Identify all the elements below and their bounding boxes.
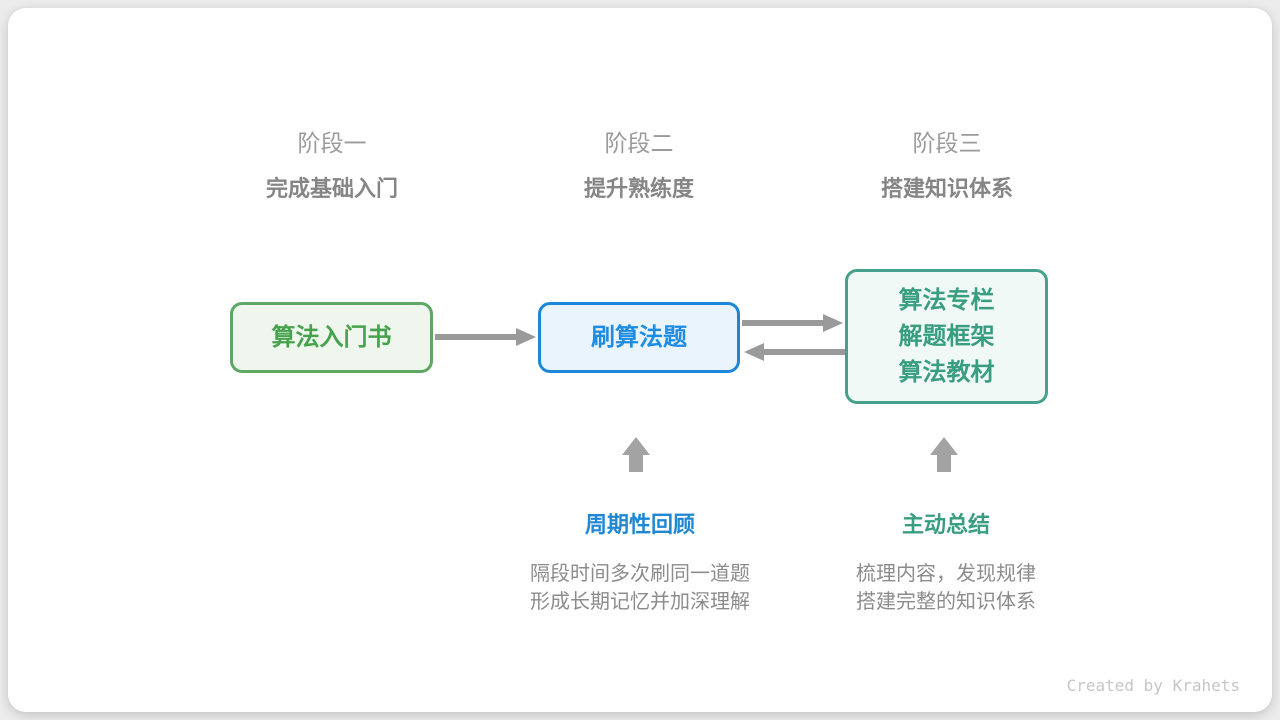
desc-line: 搭建完整的知识体系 — [856, 591, 1036, 613]
desc-line: 形成长期记忆并加深理解 — [530, 591, 750, 613]
node-knowledge-line-3: 算法教材 — [898, 358, 995, 386]
node-intro-book-label: 算法入门书 — [271, 323, 392, 351]
stage-1-label: 阶段一 — [297, 130, 367, 156]
desc-line: 梳理内容，发现规律 — [856, 563, 1036, 585]
node-knowledge-sources: 算法专栏 解题框架 算法教材 — [845, 269, 1048, 404]
node-practice-problems-label: 刷算法题 — [591, 323, 687, 351]
annotation-active-summary: 主动总结 梳理内容，发现规律 搭建完整的知识体系 — [756, 510, 1136, 616]
annotation-periodic-review: 周期性回顾 隔段时间多次刷同一道题 形成长期记忆并加深理解 — [450, 510, 830, 616]
annotation-periodic-review-desc: 隔段时间多次刷同一道题 形成长期记忆并加深理解 — [450, 560, 830, 616]
node-intro-book: 算法入门书 — [230, 302, 433, 373]
stage-2-title: 提升熟练度 — [583, 176, 694, 201]
node-practice-problems: 刷算法题 — [538, 302, 740, 373]
arrow-up-icon — [622, 437, 650, 472]
arrow-left-icon — [744, 343, 845, 361]
stage-header-1: 阶段一 完成基础入门 — [182, 128, 482, 203]
arrow-right-icon — [435, 328, 536, 346]
stage-1-title: 完成基础入门 — [265, 176, 398, 201]
stage-2-label: 阶段二 — [604, 130, 674, 156]
stage-header-2: 阶段二 提升熟练度 — [489, 128, 789, 203]
annotation-active-summary-title: 主动总结 — [901, 512, 990, 537]
annotation-periodic-review-title: 周期性回顾 — [584, 512, 695, 537]
stage-header-3: 阶段三 搭建知识体系 — [797, 128, 1097, 203]
credit-text: Created by Krahets — [1066, 676, 1240, 695]
stage-3-label: 阶段三 — [912, 130, 982, 156]
diagram-card: 阶段一 完成基础入门 阶段二 提升熟练度 阶段三 搭建知识体系 算法入门书 刷算… — [8, 8, 1272, 712]
node-knowledge-line-2: 解题框架 — [898, 322, 995, 350]
node-knowledge-line-1: 算法专栏 — [898, 286, 995, 314]
arrow-right-icon — [742, 314, 843, 332]
desc-line: 隔段时间多次刷同一道题 — [530, 563, 750, 585]
annotation-active-summary-desc: 梳理内容，发现规律 搭建完整的知识体系 — [756, 560, 1136, 616]
stage-3-title: 搭建知识体系 — [880, 176, 1013, 201]
arrow-up-icon — [930, 437, 958, 472]
